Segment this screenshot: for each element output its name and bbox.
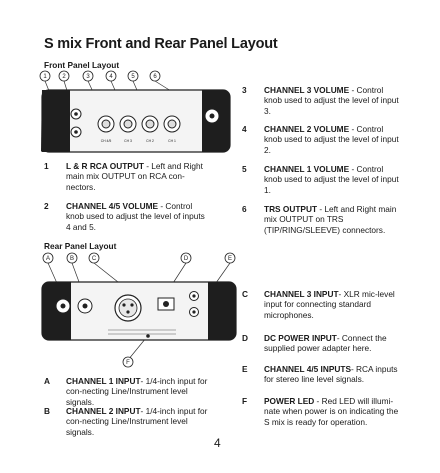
callout-f: F xyxy=(126,360,130,366)
rear-panel-label: Rear Panel Layout xyxy=(44,241,117,251)
entry-desc: - Left and Right main mix OUTPUT on RCA … xyxy=(66,161,203,192)
knob-label: CH 4/5 xyxy=(101,139,112,143)
entry-number: 6 xyxy=(242,204,247,214)
callout-a: A xyxy=(46,256,50,262)
entry-term: DC POWER INPUT xyxy=(264,333,337,343)
knob-label: CH 2 xyxy=(146,139,154,143)
page-title: S mix Front and Rear Panel Layout xyxy=(44,36,278,52)
entry-desc: - Control knob used to adjust the level … xyxy=(264,164,399,195)
dc-power-input xyxy=(157,297,175,311)
entry-term: CHANNEL 1 INPUT xyxy=(66,376,141,386)
entry-number: C xyxy=(242,289,248,299)
callout-e: E xyxy=(228,256,232,262)
entry-term: POWER LED xyxy=(264,396,315,406)
entry-desc: - Left and Right main mix OUTPUT on TRS … xyxy=(264,204,397,235)
rca-output-jacks xyxy=(70,108,82,138)
entry-number: 2 xyxy=(44,201,49,211)
entry-desc: - XLR mic-level input for connecting sta… xyxy=(264,289,395,320)
entry-desc: - Connect the supplied power adapter her… xyxy=(264,333,387,354)
entry-desc: - 1/4-inch input for con-necting Line/In… xyxy=(66,406,208,437)
entry-number: 4 xyxy=(242,124,247,134)
rear-panel-diagram: A B C D E F xyxy=(41,252,237,368)
entry-number: 5 xyxy=(242,164,247,174)
entry-number: D xyxy=(242,333,248,343)
trs-output-jack xyxy=(204,108,220,124)
entry-number: 1 xyxy=(44,161,49,171)
entry-term: CHANNEL 4/5 INPUTS xyxy=(264,364,351,374)
front-panel-label: Front Panel Layout xyxy=(44,60,120,70)
volume-knobs xyxy=(97,115,181,133)
entry-desc: - Control knob used to adjust the level … xyxy=(66,201,205,232)
entry-number: 3 xyxy=(242,85,247,95)
callout-6: 6 xyxy=(153,74,157,80)
entry-number: A xyxy=(44,376,50,386)
entry-term: CHANNEL 2 INPUT xyxy=(66,406,141,416)
entry-term: TRS OUTPUT xyxy=(264,204,318,214)
callout-2: 2 xyxy=(62,74,66,80)
knob-label: CH 1 xyxy=(168,139,176,143)
entry-desc: - Control knob used to adjust the level … xyxy=(264,85,399,116)
entry-number: E xyxy=(242,364,248,374)
callout-d: D xyxy=(184,256,189,262)
entry-term: CHANNEL 4/5 VOLUME xyxy=(66,201,159,211)
entry-desc: - Red LED will illumi-nate when power is… xyxy=(264,396,399,427)
entry-term: CHANNEL 3 INPUT xyxy=(264,289,339,299)
entry-desc: - 1/4-inch input for con-necting Line/In… xyxy=(66,376,208,407)
callout-b: B xyxy=(70,256,74,262)
entry-number: F xyxy=(242,396,248,406)
front-panel-diagram: CH 4/5 CH 3 CH 2 CH 1 1 2 3 4 5 6 xyxy=(39,70,231,153)
callout-c: C xyxy=(92,256,97,262)
callout-4: 4 xyxy=(109,74,113,80)
entry-term: CHANNEL 2 VOLUME xyxy=(264,124,350,134)
quarter-inch-input-jacks xyxy=(55,298,93,314)
entry-term: L & R RCA OUTPUT xyxy=(66,161,144,171)
entry-term: CHANNEL 3 VOLUME xyxy=(264,85,350,95)
entry-desc: - Control knob used to adjust the level … xyxy=(264,124,399,155)
page-number: 4 xyxy=(214,436,221,450)
power-led xyxy=(146,334,150,338)
rca-input-jacks xyxy=(189,291,199,317)
callout-5: 5 xyxy=(131,74,135,80)
xlr-input-jack xyxy=(114,294,142,322)
callout-1: 1 xyxy=(43,74,47,80)
knob-label: CH 3 xyxy=(124,139,132,143)
entry-desc: - RCA inputs for stereo line level signa… xyxy=(264,364,398,385)
callout-3: 3 xyxy=(86,74,90,80)
entry-term: CHANNEL 1 VOLUME xyxy=(264,164,350,174)
entry-number: B xyxy=(44,406,50,416)
